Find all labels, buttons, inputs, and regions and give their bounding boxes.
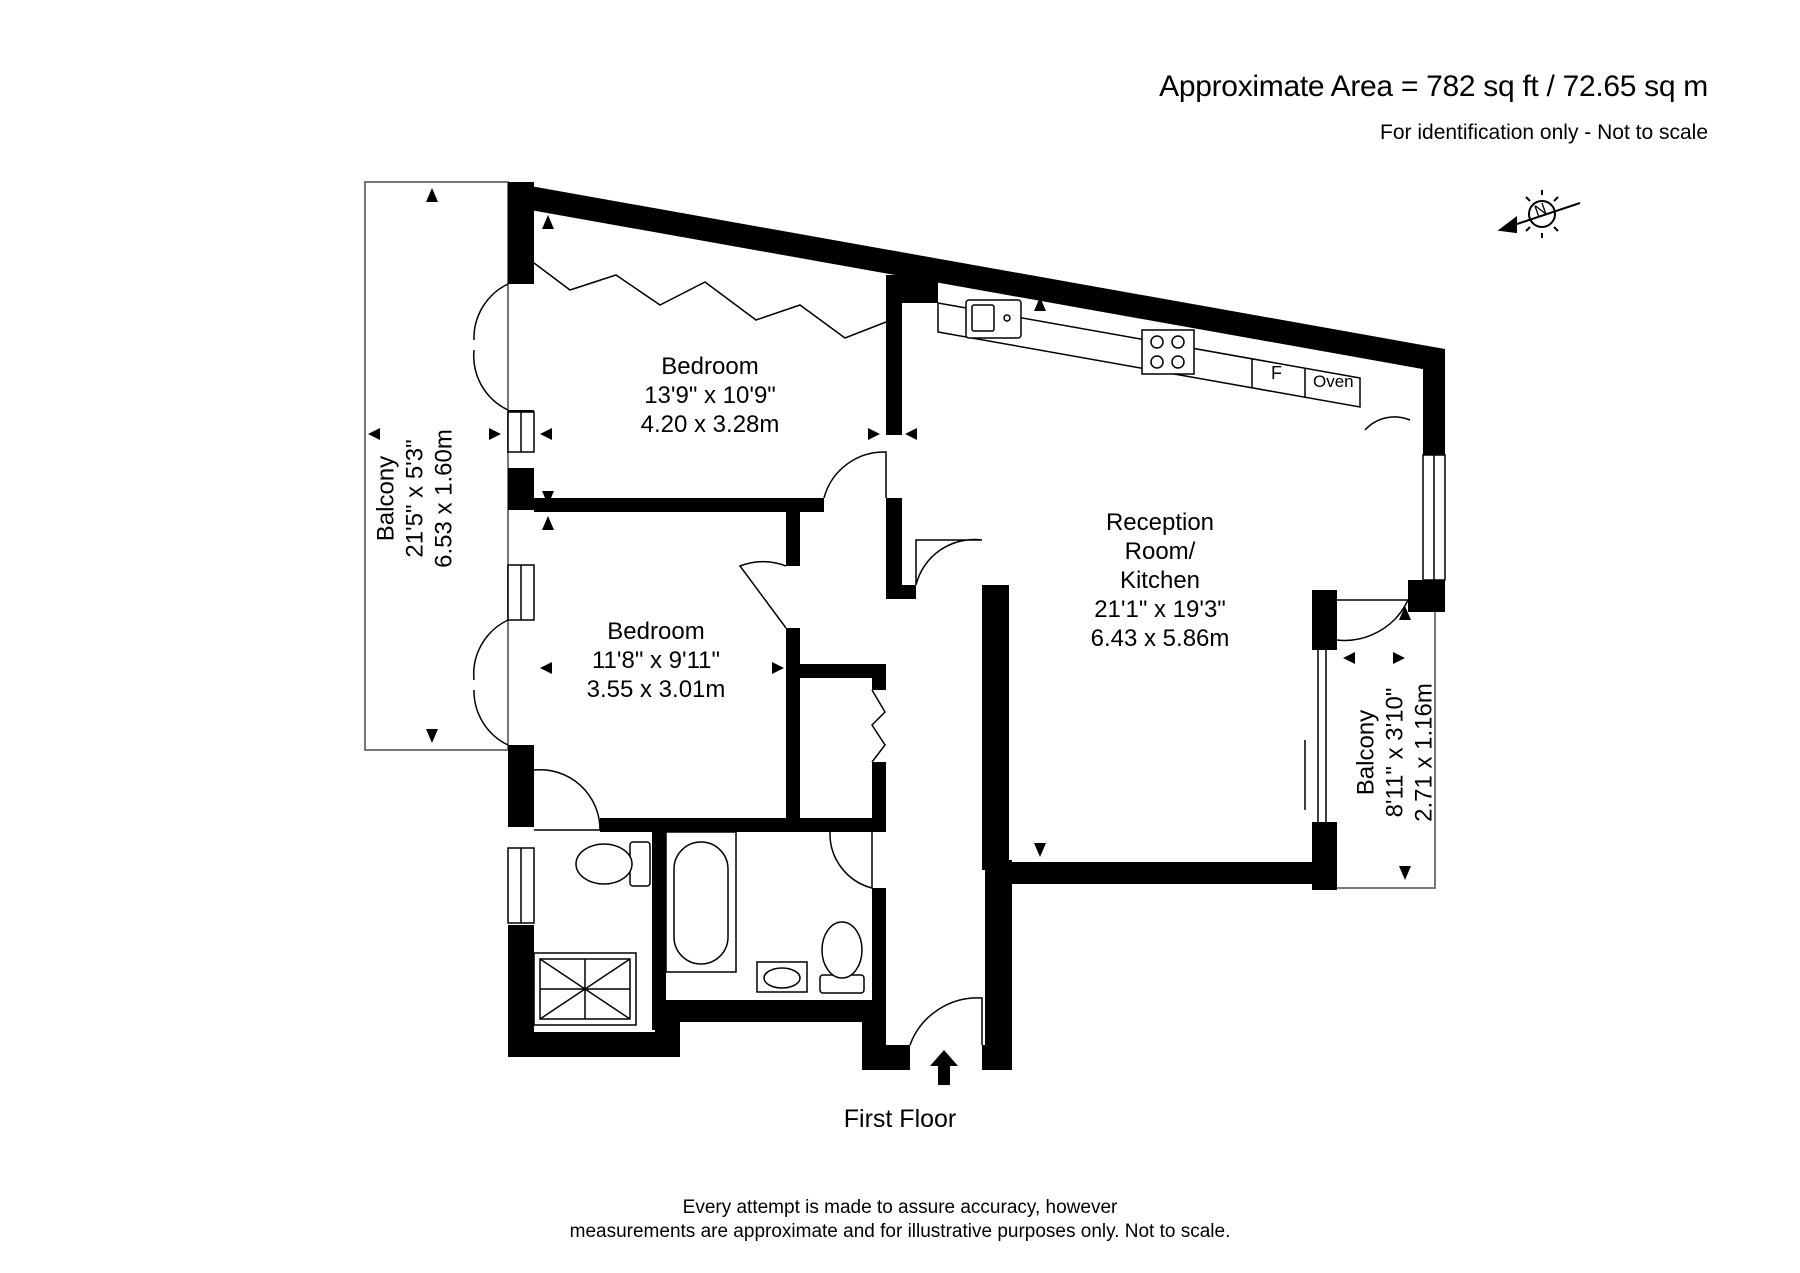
room-name-line-2: Room/: [1124, 538, 1196, 565]
wall-bottom-wc: [655, 1000, 885, 1022]
room-imperial: 13'9" x 10'9": [644, 382, 776, 409]
wall-left-top: [508, 182, 534, 284]
door-bed1: [823, 451, 887, 499]
shower-tray-icon: [533, 952, 637, 1026]
room-label-balcony-1: Balcony 21'5" x 5'3" 6.53 x 1.60m: [372, 399, 459, 599]
toilet-icon: [575, 841, 651, 887]
wall-kitchen-stub: [886, 275, 938, 303]
wall-top-sloped: [508, 182, 1445, 373]
toilet-icon-2: [819, 921, 865, 994]
wall-bed1-right-upper: [886, 275, 902, 435]
room-imperial: 21'5" x 5'3": [401, 439, 429, 558]
room-label-bedroom-1: Bedroom 13'9" x 10'9" 4.20 x 3.28m: [620, 352, 800, 439]
room-name-line-1: Reception: [1105, 509, 1215, 536]
wall-hall-notch: [886, 585, 916, 599]
door-balcony-bed2: [472, 619, 509, 746]
hob-icon: [1141, 329, 1195, 375]
wall-right-lower: [1408, 580, 1445, 612]
wall-bed2-right-lower: [786, 628, 800, 818]
room-imperial: 11'8" x 9'11": [591, 647, 721, 674]
room-imperial: 21'1" x 19'3": [1094, 596, 1226, 623]
window-left-1: [507, 411, 535, 453]
floor-name: First Floor: [843, 1105, 957, 1133]
wall-bottom-bath: [508, 1032, 680, 1057]
room-name-line-3: Kitchen: [1119, 567, 1201, 594]
entrance-arrow-icon: [930, 1050, 958, 1085]
disclaimer-line-1: Every attempt is made to assure accuracy…: [682, 1197, 1118, 1218]
bathtub-icon: [665, 831, 737, 973]
wall-bed2-right: [786, 498, 800, 566]
wall-wc-right: [872, 888, 886, 1018]
door-balcony-bed1: [472, 283, 509, 411]
basin-icon: [756, 961, 808, 993]
door-bathroom: [829, 831, 873, 889]
room-metric: 4.20 x 3.28m: [640, 411, 780, 438]
wall-cupboard-right-lower: [872, 762, 886, 832]
wall-reception-bottom: [985, 862, 1337, 884]
area-summary: Approximate Area = 782 sq ft / 72.65 sq …: [1159, 70, 1708, 103]
room-imperial: 8'11" x 3'10": [1381, 687, 1409, 818]
door-bed2: [738, 560, 787, 629]
wall-right-pier: [1312, 590, 1337, 650]
door-reception: [915, 538, 983, 586]
fridge-label: F: [1271, 363, 1282, 383]
room-label-bedroom-2: Bedroom 11'8" x 9'11" 3.55 x 3.01m: [566, 617, 746, 704]
scale-note: For identification only - Not to scale: [1380, 121, 1708, 144]
window-right: [1422, 454, 1446, 581]
door-kitchen-utility: [1364, 416, 1411, 431]
room-metric: 6.43 x 5.86m: [1090, 625, 1230, 652]
wall-hall-right: [982, 585, 1009, 870]
door-entrance: [909, 997, 983, 1046]
room-name: Balcony: [372, 455, 400, 542]
wall-bath-top: [600, 818, 886, 832]
room-name: Bedroom: [607, 618, 705, 645]
sliding-door-right: [1304, 650, 1327, 822]
room-label-reception: Reception Room/ Kitchen 21'1" x 19'3" 6.…: [1060, 508, 1260, 653]
window-left-3: [507, 847, 535, 924]
cupboard-doors: [871, 689, 886, 763]
room-metric: 6.53 x 1.60m: [430, 429, 458, 568]
door-balcony-right: [1336, 599, 1410, 642]
room-name: Bedroom: [661, 353, 759, 380]
wall-cupboard-right: [872, 664, 886, 690]
wall-bed1-bed2: [534, 498, 824, 512]
room-name: Balcony: [1352, 709, 1380, 796]
wall-entry-left-foot: [862, 1045, 910, 1070]
wall-entry-right-vert: [985, 860, 1012, 1070]
window-left-2: [507, 564, 535, 621]
disclaimer: Every attempt is made to assure accuracy…: [400, 1196, 1400, 1244]
wall-bed1-right-lower: [886, 498, 902, 598]
room-metric: 3.55 x 3.01m: [586, 676, 726, 703]
wall-bath-divider: [652, 830, 666, 1030]
wall-cupboard-top: [800, 664, 885, 678]
oven-label: Oven: [1313, 372, 1354, 391]
sink-icon: [965, 299, 1022, 339]
dimension-arrows: [368, 188, 1411, 880]
wardrobe-doors: [533, 262, 887, 339]
disclaimer-line-2: measurements are approximate and for ill…: [569, 1221, 1231, 1242]
room-label-balcony-2: Balcony 8'11" x 3'10" 2.71 x 1.16m: [1352, 653, 1439, 853]
room-metric: 2.71 x 1.16m: [1410, 683, 1438, 822]
north-compass-icon: [1497, 190, 1581, 238]
wall-left-mid2: [508, 468, 534, 510]
wall-left-lower: [508, 745, 534, 827]
door-shower-room: [533, 768, 601, 831]
wall-right-upper: [1423, 355, 1445, 455]
